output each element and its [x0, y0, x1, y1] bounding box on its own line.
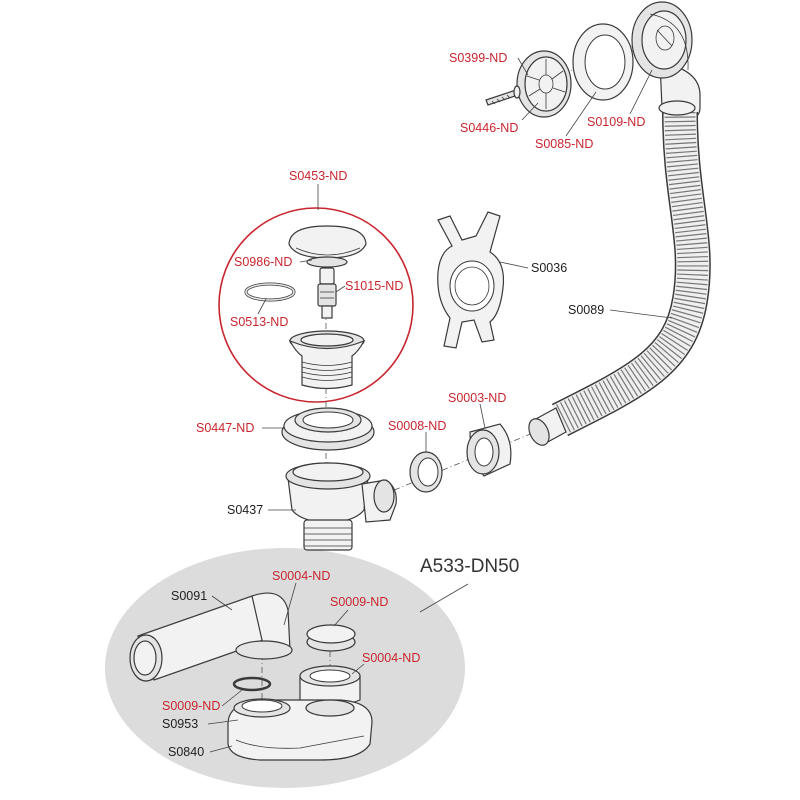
hose-top-cuff — [658, 100, 696, 116]
label-s0091: S0091 — [171, 589, 207, 603]
hose-bottom-cuff — [528, 407, 567, 446]
elbow-pipe-part — [129, 592, 293, 682]
siphon-base-part — [227, 698, 373, 761]
plug-assembly-circle — [218, 207, 414, 403]
label-s0453: S0453-ND — [289, 169, 347, 183]
key-tool-ring-inner — [454, 266, 490, 306]
nut-part — [466, 423, 512, 477]
overflow-body-part — [631, 1, 701, 121]
kit-title: A533-DN50 — [420, 556, 519, 577]
siphon-nut-right-part — [299, 665, 361, 707]
siphon-ring-left-part — [232, 676, 272, 692]
label-s0003: S0003-ND — [448, 391, 506, 405]
key-tool-ring — [449, 260, 495, 312]
label-s0840: S0840 — [168, 745, 204, 759]
label-s0004-right: S0004-ND — [362, 651, 420, 665]
label-s0089: S0089 — [568, 303, 604, 317]
flange-ring-part — [281, 407, 375, 451]
overflow-cover-part — [516, 50, 572, 118]
drain-body-part — [288, 330, 366, 390]
label-s1015: S1015-ND — [345, 279, 403, 293]
label-s0009-left: S0009-ND — [162, 699, 220, 713]
click-mechanism-part — [317, 267, 337, 319]
kit-highlight-ellipse — [105, 548, 465, 788]
label-s0447: S0447-ND — [196, 421, 254, 435]
label-s0986: S0986-ND — [234, 255, 292, 269]
trap-body-part — [285, 462, 397, 551]
label-s0036: S0036 — [531, 261, 567, 275]
label-s0085: S0085-ND — [535, 137, 593, 151]
plug-cap-part — [288, 225, 367, 259]
overflow-screw-part — [485, 85, 521, 106]
o-ring-highlight — [245, 283, 295, 301]
label-s0009-right: S0009-ND — [330, 595, 388, 609]
siphon-ring-right-part — [306, 624, 356, 652]
label-s0437: S0437 — [227, 503, 263, 517]
overflow-gasket-part — [572, 23, 634, 101]
corrugated-hose-body — [552, 111, 710, 435]
label-s0109: S0109-ND — [587, 115, 645, 129]
label-s0446: S0446-ND — [460, 121, 518, 135]
label-s0953: S0953 — [162, 717, 198, 731]
leader-lines — [207, 57, 673, 753]
label-s0399: S0399-ND — [449, 51, 507, 65]
label-s0008: S0008-ND — [388, 419, 446, 433]
label-s0004-top: S0004-ND — [272, 569, 330, 583]
washer-part — [409, 451, 443, 493]
plug-seal-part — [306, 256, 348, 268]
label-s0513: S0513-ND — [230, 315, 288, 329]
horizontal-axis-line — [369, 427, 546, 501]
